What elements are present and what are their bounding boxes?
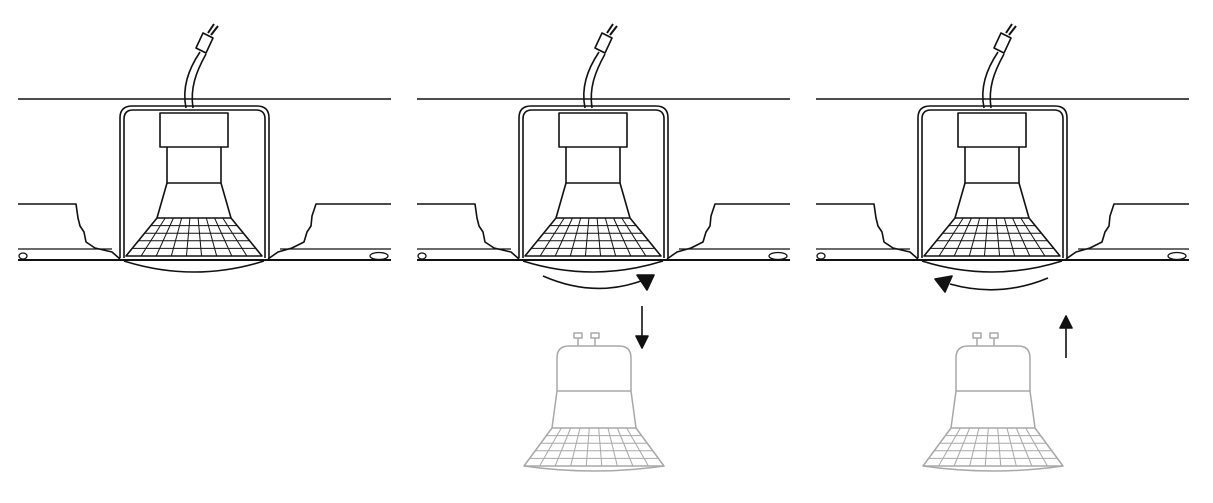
arrow-head: [636, 274, 655, 291]
lamp-socket: [159, 112, 229, 148]
wire-right: [590, 53, 606, 109]
housing-inner: [522, 109, 665, 258]
bulb-neck: [955, 358, 1031, 392]
bulb-reflector: [523, 390, 665, 467]
housing-outer: [518, 105, 669, 258]
fastener-left: [816, 252, 826, 260]
arrow-head: [934, 275, 953, 293]
bulb-lens: [922, 465, 1064, 472]
fastener-left: [417, 252, 427, 260]
housing-inner: [921, 109, 1064, 258]
bulb-neck: [556, 358, 632, 392]
wire-connector: [993, 32, 1012, 54]
lamp-reflector: [125, 182, 263, 257]
bulb-pin-cap: [590, 332, 600, 339]
bulb-reflector: [922, 390, 1064, 467]
arrow-head: [1059, 315, 1073, 329]
fastener-right: [1167, 251, 1187, 261]
wire-left: [583, 51, 600, 109]
fastener-left: [18, 252, 28, 260]
connector-pin: [609, 25, 618, 36]
lamp-neck: [166, 147, 222, 184]
fastener-right: [369, 251, 389, 261]
rotate-counterclockwise-arrow: [949, 277, 1049, 291]
bulb-lens: [523, 465, 665, 472]
ceiling-cutout-left: [417, 203, 520, 260]
lamp-reflector: [923, 182, 1061, 257]
connector-pin: [606, 23, 614, 34]
panel-remove-lamp: [417, 23, 790, 349]
gu10-bulb-insert-lamp: [922, 332, 1064, 472]
panel-insert-lamp: [816, 23, 1189, 358]
ceiling-cutout-right: [1065, 203, 1189, 260]
wire-left: [184, 51, 201, 109]
wire-right: [191, 53, 207, 109]
housing-outer: [917, 105, 1068, 258]
lamp-lens-arc: [921, 260, 1063, 273]
lamp-socket: [957, 112, 1027, 148]
bulb-cap: [556, 345, 632, 359]
ceiling-cutout-right: [666, 203, 790, 260]
bulb-pin-cap: [989, 332, 999, 339]
ceiling-cutout-left: [18, 203, 121, 260]
arrow-head: [635, 335, 649, 349]
housing-inner: [123, 109, 266, 258]
bulb-pin-cap: [573, 332, 583, 339]
lamp-reflector: [524, 182, 662, 257]
connector-pin: [207, 23, 215, 34]
fastener-right: [768, 251, 788, 261]
panel-installed-lamp: [18, 23, 391, 273]
connector-pin: [210, 25, 219, 36]
lamp-neck: [565, 147, 621, 184]
rotate-clockwise-arrow: [542, 275, 642, 290]
lamp-lens-arc: [522, 260, 664, 273]
lamp-socket: [558, 112, 628, 148]
wire-connector: [195, 32, 214, 54]
bulb-pin-cap: [972, 332, 982, 339]
lamp-lens-arc: [123, 260, 265, 273]
lamp-neck: [964, 147, 1020, 184]
wire-left: [982, 51, 999, 109]
ceiling-cutout-left: [816, 203, 919, 260]
connector-pin: [1008, 25, 1017, 36]
housing-outer: [119, 105, 270, 258]
wire-right: [989, 53, 1005, 109]
ceiling-cutout-right: [267, 203, 391, 260]
wire-connector: [594, 32, 613, 54]
bulb-cap: [955, 345, 1031, 359]
connector-pin: [1005, 23, 1013, 34]
gu10-bulb-remove-lamp: [523, 332, 665, 472]
